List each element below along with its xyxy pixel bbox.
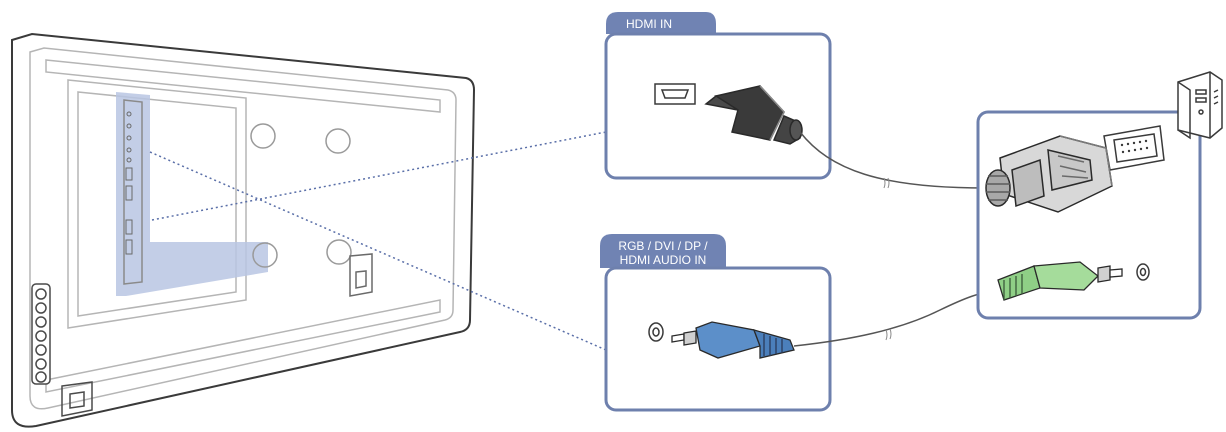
- pc-tower-icon: [1177, 71, 1223, 140]
- hdmi-port-icon: [654, 83, 696, 105]
- port-circles: [125, 111, 133, 255]
- pc-connection-panel: [976, 71, 1223, 320]
- hdmi-in-panel: [604, 12, 832, 180]
- display-recess-inner: [77, 91, 237, 317]
- port-area-highlight: [116, 92, 268, 296]
- display-recess-outer: [67, 79, 247, 329]
- display-top-vents: [45, 59, 441, 393]
- audio-in-label-line2: HDMI AUDIO IN: [619, 253, 707, 267]
- audio-in-label-line1: RGB / DVI / DP /: [618, 239, 708, 253]
- mounting-holes: [250, 123, 352, 268]
- hdmi-cable: [799, 131, 987, 189]
- leader-line-hdmi: [151, 131, 607, 221]
- port-panel: [123, 99, 143, 285]
- hdmi-plug-icon: [704, 85, 803, 145]
- hdmi-in-label: HDMI IN: [626, 17, 672, 31]
- hdmi-in-tab: [606, 12, 716, 34]
- audio-in-tab: [600, 234, 726, 268]
- pc-audio-jack-icon: [1136, 263, 1150, 281]
- audio-plug-blue-icon: [671, 321, 795, 359]
- dvi-plug-icon: [985, 135, 1113, 213]
- display-inner-border: [29, 47, 457, 410]
- leader-lines: [149, 131, 607, 351]
- lock-slot: [349, 253, 373, 297]
- audio-in-panel: [600, 234, 832, 412]
- power-connector: [61, 381, 93, 417]
- cable-break-mark-audio: [885, 328, 892, 341]
- audio-plug-green-icon: [997, 261, 1123, 301]
- cable-break-mark-hdmi: [883, 177, 890, 189]
- display-back-panel: [11, 32, 476, 428]
- audio-jack-icon: [648, 322, 664, 342]
- dvi-port-icon: [1103, 125, 1165, 171]
- side-control-buttons: [31, 283, 51, 385]
